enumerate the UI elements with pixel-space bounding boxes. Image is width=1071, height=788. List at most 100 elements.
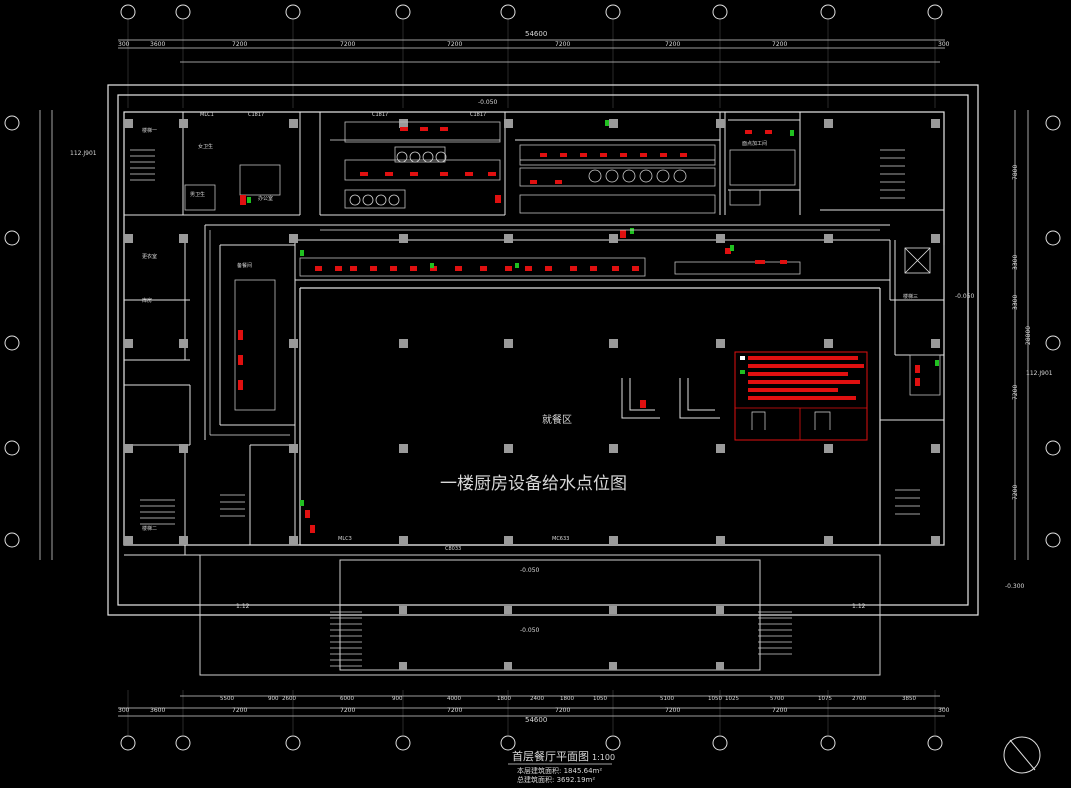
dim-right-5: 7200 bbox=[1012, 485, 1019, 500]
dim-bottom-0: 300 bbox=[118, 707, 130, 714]
fixture-details bbox=[621, 378, 720, 419]
stair-left-bottom bbox=[140, 499, 175, 525]
dim-top-5: 7200 bbox=[555, 41, 570, 48]
door-d6: C8033 bbox=[445, 546, 461, 552]
dim-detail-1: 900 bbox=[268, 696, 279, 702]
north-arrow-icon bbox=[1003, 736, 1041, 774]
dim-bottom-7: 7200 bbox=[772, 707, 787, 714]
level-outdoor-1: -0.050 bbox=[520, 567, 540, 574]
dim-right-4: 7200 bbox=[1012, 385, 1019, 400]
terrace bbox=[199, 554, 881, 676]
dimension-lines-top bbox=[118, 39, 945, 63]
dimension-lines-left bbox=[39, 110, 53, 560]
room-stair-3: 楼梯三 bbox=[903, 293, 918, 300]
burners bbox=[349, 151, 687, 206]
dim-top-3: 7200 bbox=[340, 41, 355, 48]
dim-bottom-1: 3600 bbox=[150, 707, 165, 714]
kitchen-equipment bbox=[184, 121, 941, 411]
dim-right-0: 7800 bbox=[1012, 165, 1019, 180]
dim-detail-6: 1800 bbox=[497, 696, 511, 702]
dim-top-1: 3600 bbox=[150, 41, 165, 48]
dim-detail-10: 5100 bbox=[660, 696, 674, 702]
dim-right-2: 3300 bbox=[1012, 295, 1019, 310]
dim-top-2: 7200 bbox=[232, 41, 247, 48]
room-storage: 库房 bbox=[142, 297, 152, 304]
columns bbox=[124, 119, 940, 670]
dim-bottom-6: 7200 bbox=[665, 707, 680, 714]
dim-right-1: 3300 bbox=[1012, 255, 1019, 270]
elevator-shaft bbox=[904, 247, 931, 274]
door-d2: C1817 bbox=[248, 112, 264, 118]
level-outdoor-2: -0.050 bbox=[520, 627, 540, 634]
door-d5: MLC3 bbox=[338, 536, 352, 542]
axis-ref-right: 112.J901 bbox=[1026, 370, 1053, 377]
room-right: 面点加工间 bbox=[742, 140, 767, 147]
dim-detail-7: 2400 bbox=[530, 696, 544, 702]
water-supply-points-green bbox=[247, 120, 939, 506]
door-d4: C1817 bbox=[470, 112, 486, 118]
door-d3: C1817 bbox=[372, 112, 388, 118]
axis-markers-right bbox=[1045, 115, 1061, 548]
interior-walls bbox=[124, 112, 945, 556]
room-changing: 更衣室 bbox=[142, 253, 157, 260]
dimension-lines-bottom bbox=[118, 695, 945, 717]
dim-bottom-5: 7200 bbox=[555, 707, 570, 714]
dimension-lines-right bbox=[1014, 110, 1029, 560]
dim-detail-4: 900 bbox=[392, 696, 403, 702]
dim-overall-top: 54600 bbox=[525, 30, 547, 38]
axis-ref-left: 112.J901 bbox=[70, 150, 97, 157]
dim-top-7: 7200 bbox=[772, 41, 787, 48]
room-stair-2: 楼梯二 bbox=[142, 525, 157, 532]
dim-overall-bottom: 54600 bbox=[525, 716, 547, 724]
terrace-steps bbox=[330, 611, 792, 667]
sheet-title: 首层餐厅平面图 bbox=[512, 749, 589, 763]
dim-detail-9: 1050 bbox=[593, 696, 607, 702]
water-supply-points bbox=[238, 127, 920, 533]
sheet-scale: 1:100 bbox=[592, 753, 615, 762]
stair-left-top bbox=[130, 149, 155, 181]
legend-box bbox=[734, 351, 868, 441]
dim-detail-15: 2700 bbox=[852, 696, 866, 702]
dim-top-0: 300 bbox=[118, 41, 130, 48]
dim-top-6: 7200 bbox=[665, 41, 680, 48]
door-d1: MLC1 bbox=[200, 112, 214, 118]
main-title: 一楼厨房设备给水点位图 bbox=[440, 474, 627, 494]
stair-center-left bbox=[220, 494, 245, 517]
dim-top-4: 7200 bbox=[447, 41, 462, 48]
level-kitchen: -0.050 bbox=[478, 99, 498, 106]
dim-detail-0: 5500 bbox=[220, 696, 234, 702]
dim-detail-12: 1025 bbox=[725, 696, 739, 702]
room-male-wc: 男卫生 bbox=[190, 191, 205, 198]
dim-bottom-3: 7200 bbox=[340, 707, 355, 714]
ramp-left: 1:12 bbox=[236, 603, 250, 610]
hall-label: 就餐区 bbox=[542, 413, 572, 426]
room-prep: 备餐间 bbox=[237, 262, 252, 269]
axis-markers-top bbox=[120, 4, 943, 20]
dim-detail-5: 4000 bbox=[447, 696, 461, 702]
grid-lines bbox=[127, 20, 936, 735]
dim-detail-13: 5700 bbox=[770, 696, 784, 702]
dim-bottom-2: 7200 bbox=[232, 707, 247, 714]
door-d7: MC633 bbox=[552, 536, 569, 542]
area-line-2: 总建筑面积: 3692.19m² bbox=[517, 775, 595, 784]
dim-bottom-8: 300 bbox=[938, 707, 950, 714]
level-stair: -0.050 bbox=[955, 293, 975, 300]
dim-detail-8: 1800 bbox=[560, 696, 574, 702]
dim-detail-3: 6000 bbox=[340, 696, 354, 702]
dim-bottom-4: 7200 bbox=[447, 707, 462, 714]
dim-right-3: 28800 bbox=[1025, 326, 1032, 345]
room-office: 办公室 bbox=[258, 195, 273, 202]
dim-detail-16: 3850 bbox=[902, 696, 916, 702]
supply-pipes bbox=[209, 139, 880, 436]
axis-markers-left bbox=[4, 115, 20, 548]
stair-right-top bbox=[880, 149, 905, 199]
dim-detail-2: 2600 bbox=[282, 696, 296, 702]
area-line-1: 本层建筑面积: 1845.64m² bbox=[517, 766, 602, 775]
room-stair-1: 楼梯一 bbox=[142, 127, 157, 134]
stair-right-bottom bbox=[895, 489, 920, 515]
axis-markers-bottom bbox=[120, 735, 943, 751]
room-female-wc: 女卫生 bbox=[198, 143, 213, 150]
dim-detail-11: 1050 bbox=[708, 696, 722, 702]
